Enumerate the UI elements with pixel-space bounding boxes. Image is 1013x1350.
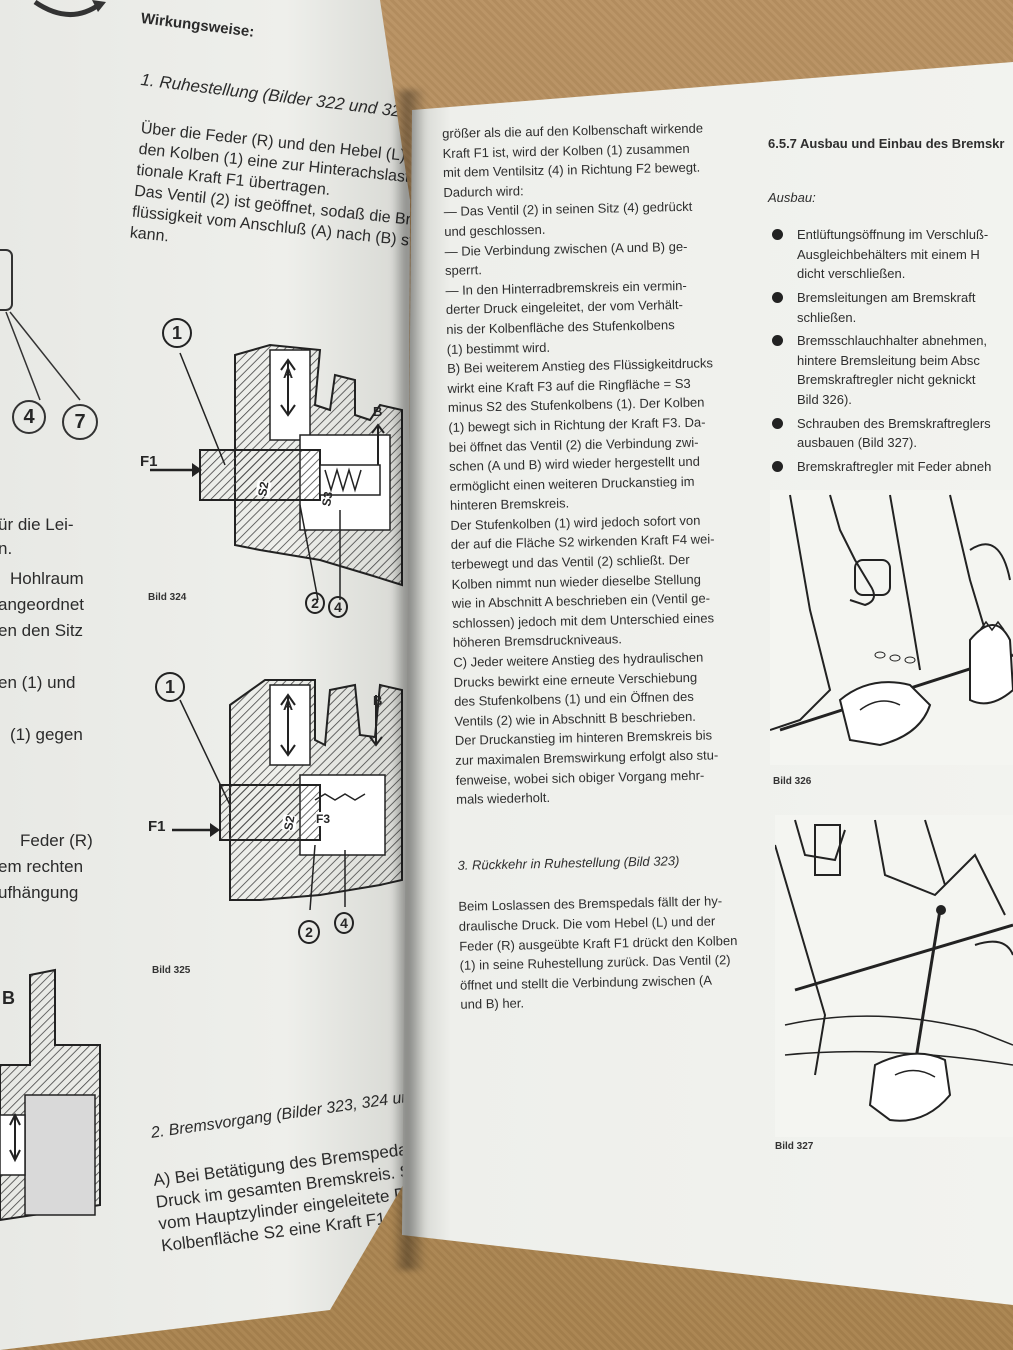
partial-diagram-top-left [0, 249, 81, 401]
fragment-line: (1) gegen [10, 725, 83, 744]
fig325-label-F1: F1 [148, 818, 166, 835]
book-gutter-shadow [392, 90, 426, 1270]
fig325-label-S2: S2 [281, 814, 298, 832]
right-page-second-column: 6.5.7 Ausbau und Einbau des Bremskr Ausb… [768, 134, 1004, 480]
fig325-callout-4: 4 [334, 912, 354, 934]
bullet-icon [772, 460, 783, 472]
curved-arrow-icon [33, 0, 106, 17]
fragment-line: ufhängung [0, 883, 79, 902]
fragment-line: Feder (R) [20, 831, 93, 850]
text-line: ausbauen (Bild 327). [797, 435, 917, 451]
bullet-icon [772, 417, 783, 429]
fig324-label-A: A [283, 365, 294, 381]
fig324-callout-2: 2 [305, 592, 325, 614]
right-page-text-column: größer als die auf den Kolbenschaft wirk… [442, 118, 761, 1015]
figure-325-diagram [172, 679, 403, 911]
fragment-line: angeordnet [0, 595, 85, 614]
fig324-label-S3: S3 [319, 490, 336, 508]
bullet-icon [772, 291, 783, 303]
fig324-callout-4: 4 [328, 596, 348, 618]
callout-4: 4 [12, 400, 46, 434]
fig325-label-B: B [373, 693, 383, 708]
hand-with-wrench-drawing [770, 490, 1013, 765]
fragment-line: Hohlraum [10, 569, 84, 588]
text-line: Bild 326). [797, 391, 852, 407]
fragment-line: en den Sitz [0, 621, 84, 640]
text-line: Bremsleitungen am Bremskraft [797, 289, 976, 305]
fragment-label-B: B [2, 988, 15, 1008]
figure-326-illustration [770, 490, 1013, 765]
fragment-line: em rechten [0, 857, 84, 876]
fig325-label-A: A [283, 697, 294, 713]
partial-diagram-bottom-left [0, 968, 101, 1222]
bullet-icon [772, 335, 783, 347]
figure-326-caption: Bild 326 [773, 776, 812, 787]
text-line: Entlüftungsöffnung im Verschluß- [797, 227, 989, 243]
fig325-callout-1: 1 [155, 672, 185, 702]
section-2-text: A) Bei Betätigung des Bremspedals steigt… [152, 1128, 410, 1257]
figure-327-caption: Bild 327 [775, 1141, 814, 1152]
figure-324-caption: Bild 324 [148, 592, 187, 603]
callout-7: 7 [62, 404, 98, 440]
fig325-label-F3: F3 [316, 812, 331, 826]
fragment-line: en (1) und [0, 673, 76, 692]
list-item: Schrauben des Bremskraftreglers ausbauen… [768, 414, 1004, 453]
list-item: Entlüftungsöffnung im Verschluß- Ausglei… [768, 225, 1004, 284]
figure-325-caption: Bild 325 [152, 965, 191, 976]
text-line: schließen. [797, 309, 857, 325]
text-line: Bremskraftregler mit Feder abneh [797, 458, 992, 474]
fragment-line: ür die Lei- [0, 515, 74, 534]
fig324-label-S2: S2 [255, 480, 272, 498]
subheading: Ausbau: [768, 189, 816, 205]
list-item: Bremsschlauchhalter abnehmen, hintere Br… [768, 331, 1004, 409]
list-item: Bremsleitungen am Bremskraft schließen. [768, 288, 1004, 327]
figure-324-diagram [150, 343, 403, 601]
left-page: Wirkungsweise: 1. Ruhestellung (Bilder 3… [0, 0, 410, 1350]
page-heading: Wirkungsweise: [139, 10, 256, 41]
text-line: Ausgleichbehälters mit einem H [797, 246, 980, 262]
text-line: Bremsschlauchhalter abnehmen, [797, 333, 988, 349]
list-item: Bremskraftregler mit Feder abneh [768, 457, 1004, 477]
bullet-icon [772, 229, 783, 241]
section-heading: 6.5.7 Ausbau und Einbau des Bremskr [768, 136, 1005, 151]
fig324-label-F1: F1 [140, 453, 158, 470]
fig324-callout-1: 1 [162, 318, 192, 348]
text-line: Bremskraftregler nicht geknickt [797, 372, 976, 388]
section-2-title: 2. Bremsvorgang (Bilder 323, 324 und 325… [150, 1082, 410, 1142]
fig324-label-B: B [373, 404, 383, 419]
wrench-under-vehicle-drawing [775, 815, 1013, 1137]
section-1-title: 1. Ruhestellung (Bilder 322 und 323) [139, 70, 410, 123]
section-1-text: Über die Feder (R) und den Hebel (L) wir… [129, 118, 410, 278]
fig325-callout-2: 2 [298, 920, 320, 944]
text-line: Schrauben des Bremskraftreglers [797, 415, 991, 431]
text-line: dicht verschließen. [797, 266, 906, 282]
figure-327-illustration [775, 815, 1013, 1137]
fragment-line: n. [0, 539, 13, 558]
text-line: hintere Bremsleitung beim Absc [797, 352, 980, 368]
